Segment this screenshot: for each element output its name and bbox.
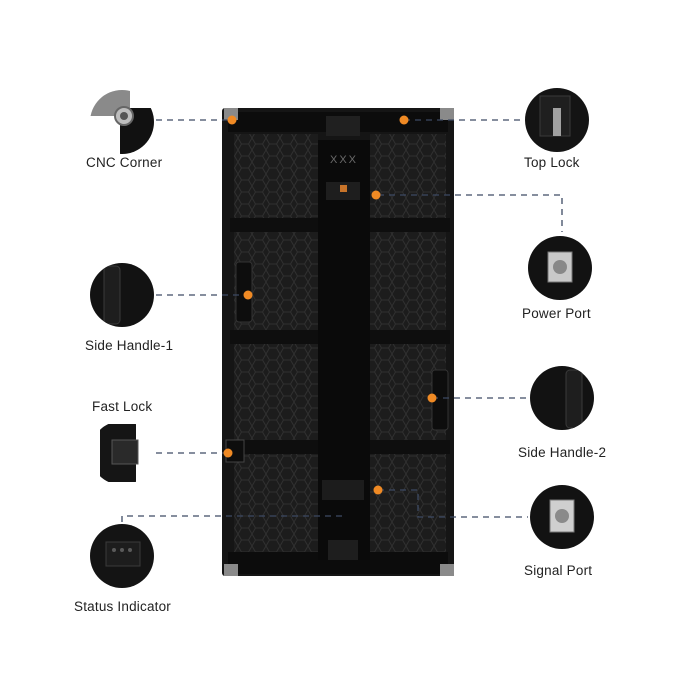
spine-top-block [326, 116, 360, 136]
line-status-indicator [121, 515, 344, 522]
top-lock-icon [525, 88, 589, 152]
marker-power-port [371, 190, 381, 200]
label-cnc-corner: CNC Corner [86, 155, 163, 170]
marker-side-handle-2 [427, 393, 437, 403]
spine-bottom-plate [322, 480, 364, 500]
marker-cnc-corner [227, 115, 237, 125]
side-handle-left [235, 261, 253, 323]
label-power-port: Power Port [522, 306, 591, 321]
marker-signal-port [373, 485, 383, 495]
led-cabinet: XXX [222, 108, 454, 576]
label-fast-lock: Fast Lock [92, 399, 153, 414]
markers [223, 115, 437, 495]
bottom-rail [228, 552, 448, 574]
cnc-corner-icon [90, 90, 154, 154]
marker-side-handle-1 [243, 290, 253, 300]
label-side-handle-2: Side Handle-2 [518, 445, 607, 460]
label-side-handle-1: Side Handle-1 [85, 338, 174, 353]
status-indicator-icon [90, 524, 154, 588]
corner-bottom-right [440, 564, 454, 576]
side-handle-icon [530, 366, 594, 430]
power-port-icon [528, 236, 592, 300]
label-signal-port: Signal Port [524, 563, 593, 578]
marker-fast-lock [223, 448, 233, 458]
spine-foot [328, 540, 358, 560]
side-handle-icon [90, 263, 154, 327]
line-signal-port [378, 489, 528, 518]
label-top-lock: Top Lock [524, 155, 580, 170]
corner-bottom-left [224, 564, 238, 576]
callout-lines [121, 119, 563, 522]
signal-port-icon [530, 485, 594, 549]
spine-warning-mark [340, 185, 347, 192]
marker-top-lock [399, 115, 409, 125]
spine-text: XXX [330, 154, 358, 166]
corner-top-right [440, 108, 454, 120]
label-status-indicator: Status Indicator [74, 599, 172, 614]
fast-lock-icon [90, 421, 154, 485]
